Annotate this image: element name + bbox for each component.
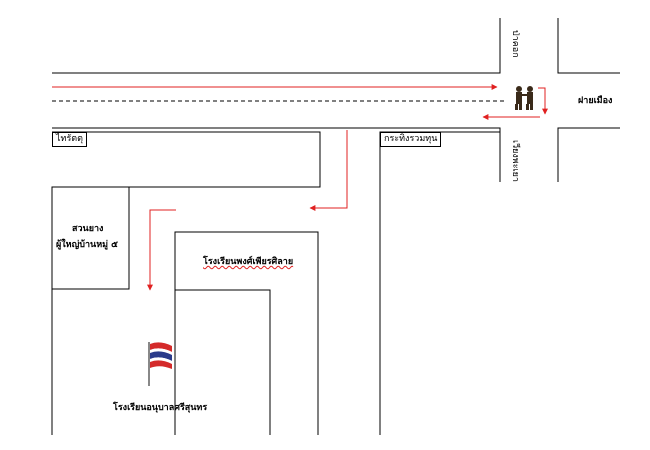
label-secondary-school: โรงเรียนพงศ์เพียรศิลาย — [203, 257, 294, 267]
route-arrow-icon — [538, 87, 548, 115]
label-north-road: ป่าคอก — [510, 30, 520, 58]
block-secondary-school — [174, 231, 319, 435]
route-arrows — [52, 84, 548, 291]
road-north-edge-right — [557, 18, 620, 74]
label-village-head-1: สวนยาง — [72, 224, 104, 234]
block-right — [379, 131, 500, 435]
label-kindergarten: โรงเรียนอนุบาลศรีสุนทร — [113, 403, 208, 413]
label-village-head-2: ผู้ใหญ่บ้านหมู่ ๕ — [56, 240, 118, 250]
road-south-edge-left — [52, 127, 501, 182]
block-village-head — [51, 186, 130, 290]
road-south-edge-right — [557, 127, 620, 182]
route-arrow-icon — [147, 209, 176, 291]
thai-flag-icon — [148, 342, 172, 386]
block-thairat-outline — [52, 131, 321, 188]
label-east-road: ฝายเมือง — [578, 96, 613, 106]
traffic-police-icon — [515, 86, 533, 110]
road-north-edge-left — [52, 18, 501, 74]
label-south-road: เวียงพะเยา — [510, 140, 520, 182]
block-school-inner — [175, 289, 271, 435]
label-krabin: กระทิงรวมทุน — [380, 132, 442, 147]
label-thairat: ไทรัตตุ — [52, 132, 87, 147]
route-arrow-icon — [309, 130, 348, 211]
road-edges — [51, 18, 620, 435]
